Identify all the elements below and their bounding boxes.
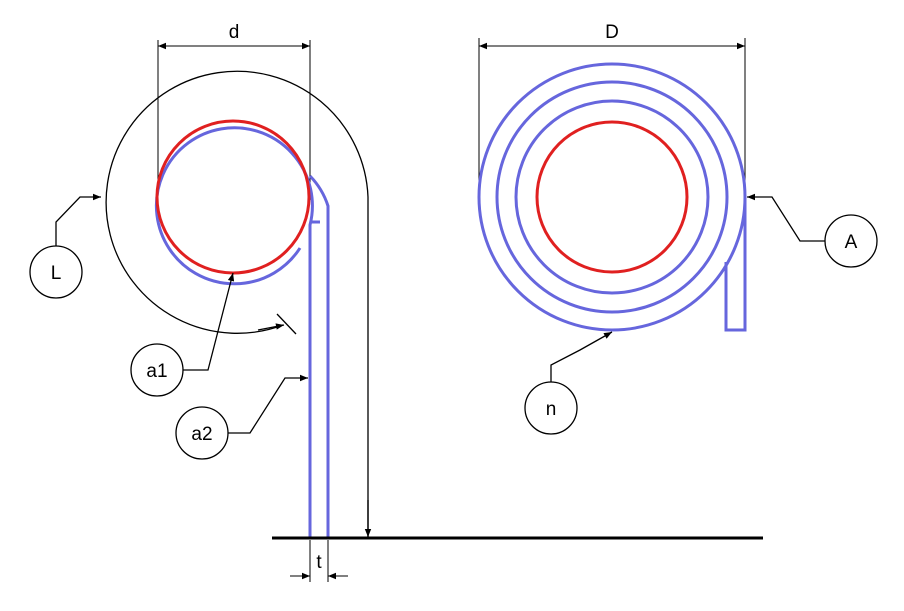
- t-dimension-label: t: [316, 552, 322, 573]
- length-arrow-start: [257, 323, 285, 331]
- strip-inner-edge: [154, 126, 314, 537]
- coil-ring-3: [514, 99, 710, 295]
- length-measure-path: [105, 70, 369, 537]
- coil-tail: [724, 197, 747, 332]
- t-dimension: t: [290, 540, 348, 582]
- callout-n-label: n: [546, 399, 557, 420]
- callout-n-leader: [550, 331, 613, 382]
- coil-arbor-circle: [535, 120, 689, 274]
- strip-outer-edge: [308, 174, 330, 537]
- length-end-tick: [276, 313, 297, 335]
- callout-L-leader: [55, 193, 101, 246]
- coil-ring-2: [495, 80, 729, 314]
- d-dimension-label: d: [229, 22, 240, 43]
- coil-ring-spacer: [519, 104, 705, 290]
- callout-a1-leader: [183, 272, 235, 371]
- arbor-circle: [155, 119, 311, 275]
- callout-A-leader: [747, 193, 825, 242]
- callout-A-label: A: [845, 232, 858, 253]
- coil-ring-1: [477, 62, 747, 332]
- left-figure: d L a1 a2: [29, 22, 372, 537]
- callout-a1-label: a1: [146, 361, 167, 382]
- right-figure: D A n: [477, 22, 878, 435]
- D-dimension-label: D: [605, 22, 619, 43]
- callout-L-label: L: [51, 263, 62, 284]
- callout-a2-label: a2: [191, 424, 212, 445]
- callout-a2-leader: [228, 374, 308, 434]
